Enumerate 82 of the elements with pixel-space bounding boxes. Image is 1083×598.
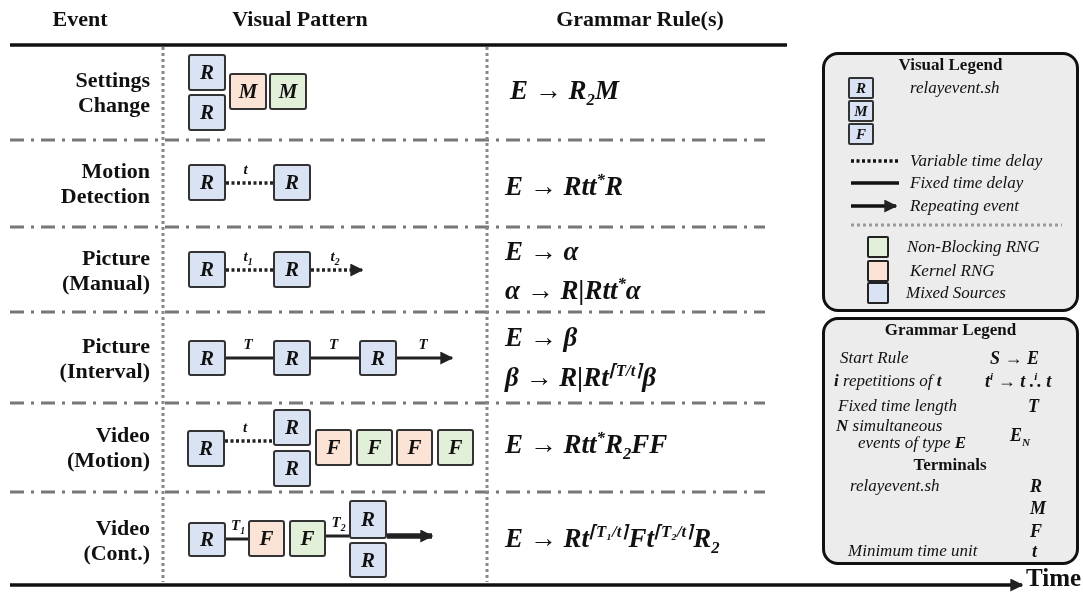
legend-title: Visual Legend: [898, 55, 1003, 75]
event-box: R: [188, 340, 226, 376]
edge-label: T$_{1}$: [231, 518, 246, 536]
edge-label: t$_{2}$: [330, 249, 340, 267]
event-box: R: [188, 251, 226, 288]
legend-text: Fixed time delay: [910, 173, 1024, 193]
legend-formula: t$^{i}$ → t .$^{i}$. t: [985, 370, 1052, 392]
event-box: R: [188, 522, 226, 557]
legend-text: i repetitions of t: [834, 371, 942, 391]
edge-label: T: [418, 337, 428, 352]
event-name: Video (Cont.): [82, 514, 150, 566]
legend-text: Fixed time length: [838, 396, 957, 416]
legend-text: Repeating event: [910, 196, 1020, 216]
event-box: R: [188, 164, 226, 201]
legend-formula: R: [1030, 475, 1042, 497]
legend-key: R: [848, 77, 874, 99]
event-name: Picture (Manual): [61, 244, 150, 296]
column-heading: Event: [51, 5, 109, 31]
event-box: F: [289, 520, 326, 557]
column-heading: Visual Pattern: [231, 5, 369, 31]
event-box: R: [188, 94, 226, 131]
event-box: F: [315, 429, 352, 466]
event-box: F: [437, 429, 474, 466]
legend-text: Mixed Sources: [906, 283, 1006, 303]
legend-text: Variable time delay: [910, 151, 1043, 171]
event-name: Picture (Interval): [58, 332, 150, 384]
event-box: R: [359, 340, 397, 376]
legend-panel: [822, 317, 1079, 565]
edge-label: t$_{1}$: [243, 249, 253, 267]
legend-key: M: [848, 100, 874, 122]
grammar-rule: E → Rtt$^{*}$R: [505, 170, 623, 203]
grammar-rule: E → β: [505, 321, 578, 353]
grammar-rule: α → R|Rtt$^{*}$α: [505, 274, 641, 307]
event-box: F: [356, 429, 393, 466]
grammar-rule: E → Rtt$^{*}$R$_{2}$FF: [505, 428, 668, 464]
legend-formula: M: [1030, 497, 1046, 519]
event-box: R: [273, 450, 311, 487]
event-box: R: [349, 542, 387, 578]
legend-text: N simultaneous events of type E: [836, 417, 968, 451]
legend-text: Start Rule: [840, 348, 909, 368]
connector-arrow: [311, 263, 364, 277]
edge-label: T: [243, 337, 253, 352]
legend-key: F: [848, 123, 874, 145]
legend-formula: E$_{N}$: [1010, 424, 1031, 448]
event-box: R: [273, 409, 311, 446]
event-name: Motion Detection: [59, 157, 150, 209]
column-heading: Grammar Rule(s): [555, 5, 725, 31]
grammar-rule: β → R|Rt$^{⌈T/t⌉}$β: [505, 361, 657, 394]
legend-text: Kernel RNG: [910, 261, 995, 281]
event-box: R: [187, 430, 225, 467]
edge-label: T$_{2}$: [331, 515, 346, 533]
connector-arrow: [397, 351, 454, 365]
grammar-rule: E → Rt$^{⌈T₁/t⌉}$Ft$^{⌈T₂/t⌉}$R$_{2}$: [505, 522, 720, 558]
event-box: R: [273, 340, 311, 376]
edge-label: t: [243, 420, 248, 435]
legend-formula: F: [1030, 520, 1042, 542]
legend-formula: T: [1028, 395, 1039, 417]
event-box: R: [188, 54, 226, 91]
legend-text: relayevent.sh: [910, 78, 1000, 98]
legend-text: relayevent.sh: [850, 476, 940, 496]
event-name: Settings Change: [74, 66, 150, 118]
event-box: R: [273, 164, 311, 201]
legend-heading: Terminals: [912, 455, 988, 475]
event-box: R: [349, 500, 387, 539]
event-box: F: [248, 520, 285, 557]
event-box: M: [269, 73, 307, 110]
edge-label: t: [243, 162, 248, 177]
grammar-rule: E → α: [505, 235, 579, 267]
event-box: F: [396, 429, 433, 466]
grammar-rule: E → R$_{2}$M: [510, 74, 619, 110]
axis-label: Time: [1026, 563, 1082, 593]
legend-text: Non-Blocking RNG: [907, 237, 1040, 257]
event-box: M: [229, 73, 267, 110]
legend-text: Minimum time unit: [848, 541, 978, 561]
event-box: R: [273, 251, 311, 288]
legend-panel: [822, 52, 1079, 312]
connector-arrow: [387, 529, 434, 543]
legend-title: Grammar Legend: [884, 320, 1017, 340]
edge-label: T: [329, 337, 339, 352]
event-name: Video (Motion): [65, 421, 150, 473]
legend-formula: S → E: [990, 347, 1040, 369]
legend-formula: t: [1032, 540, 1037, 562]
